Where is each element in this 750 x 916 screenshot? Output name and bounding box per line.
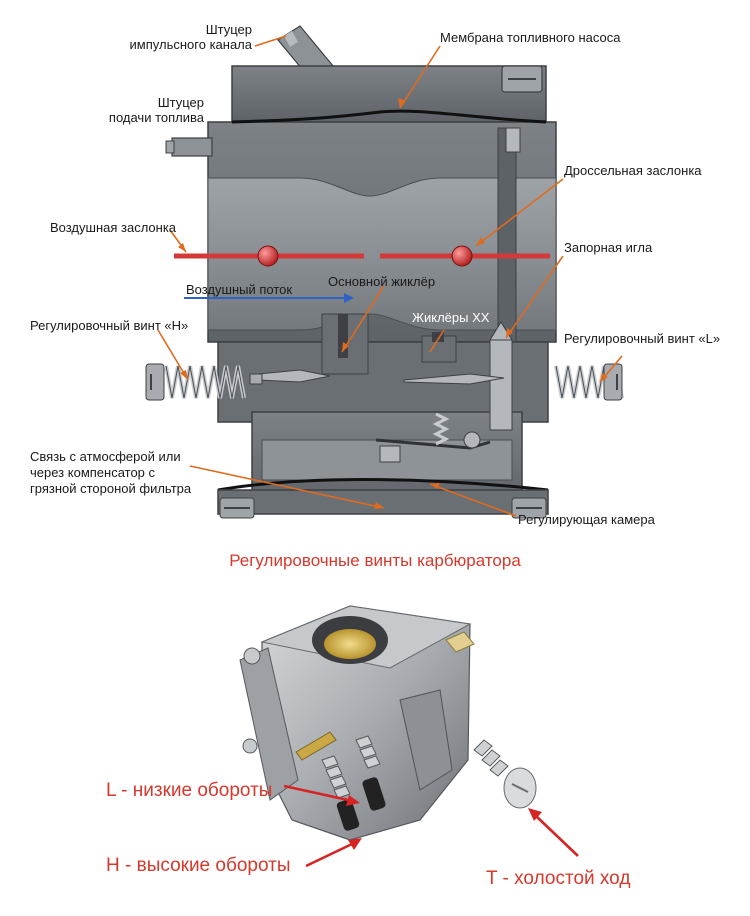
label-throttle-valve: Дроссельная заслонка: [564, 163, 702, 178]
label-air-flow: Воздушный поток: [186, 282, 292, 297]
label-impulse-fitting-1: Штуцер: [206, 22, 252, 37]
carburetor-photo: [239, 605, 537, 841]
label-screw-h: Регулировочный винт «H»: [30, 318, 188, 333]
screw-h: [145, 363, 263, 401]
diagram-labels: Штуцер импульсного канала Мембрана топли…: [30, 22, 720, 527]
label-atmo-3: грязной стороной фильтра: [30, 481, 192, 496]
pointer-lines: [157, 35, 623, 517]
air-flow-arrow: [184, 293, 354, 303]
label-atmo-2: через компенсатор с: [30, 465, 156, 480]
label-low-rpm: L - низкие обороты: [106, 780, 272, 801]
diagram-caption: Регулировочные винты карбюратора: [229, 551, 521, 570]
label-pump-membrane: Мембрана топливного насоса: [440, 30, 621, 45]
throttle-valve: [380, 245, 550, 267]
label-main-jet: Основной жиклёр: [328, 274, 435, 289]
screw-l: [554, 363, 624, 401]
label-fuel-fitting-1: Штуцер: [158, 95, 204, 110]
carburetor-body: [165, 25, 557, 519]
label-reg-chamber: Регулирующая камера: [518, 512, 656, 527]
label-idle-jets: Жиклёры ХХ: [412, 310, 490, 325]
label-high-rpm: H - высокие обороты: [106, 855, 291, 876]
label-atmo-1: Связь с атмосферой или: [30, 449, 181, 464]
label-screw-l: Регулировочный винт «L»: [564, 331, 720, 346]
label-air-damper: Воздушная заслонка: [50, 220, 177, 235]
air-damper: [174, 245, 364, 267]
label-shutoff-needle: Запорная игла: [564, 240, 653, 255]
label-fuel-fitting-2: подачи топлива: [109, 110, 205, 125]
label-idle: T - холостой ход: [486, 868, 630, 889]
label-impulse-fitting-2: импульсного канала: [130, 37, 253, 52]
photo-arrows: [283, 784, 579, 868]
